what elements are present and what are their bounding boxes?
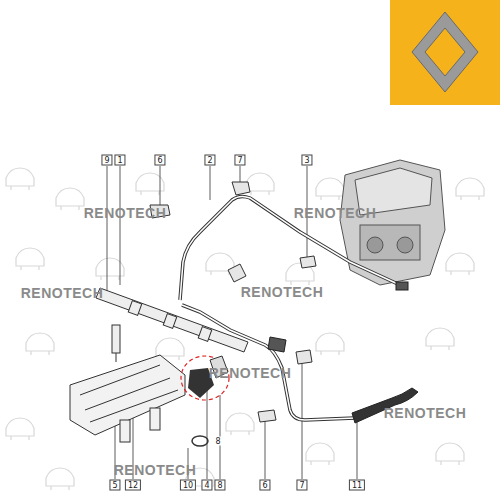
renault-logo [412,12,478,92]
car-icon [26,333,54,355]
watermark: RENOTECH [21,285,104,301]
car-icon [456,178,484,200]
car-icon [6,418,34,440]
watermark: RENOTECH [114,462,197,478]
callout-number: 8 [214,480,225,491]
fuel-rail [96,288,248,362]
car-icon [16,248,44,270]
callout-number: 8 [214,437,221,446]
callout-number: 10 [180,480,196,491]
car-icon [436,443,464,465]
watermark: RENOTECH [241,284,324,300]
injector-cover [70,355,185,442]
car-icon [46,468,74,490]
callout-number: 4 [201,480,212,491]
callout-number: 12 [125,480,141,491]
watermark: RENOTECH [384,405,467,421]
hose [268,282,418,423]
car-icon [426,328,454,350]
watermark: RENOTECH [294,205,377,221]
car-icon [6,168,34,190]
callout-number: 1 [114,155,125,166]
callout-number: 7 [296,480,307,491]
callout-number: 11 [349,480,365,491]
watermark: RENOTECH [209,365,292,381]
car-icon [446,253,474,275]
watermark: RENOTECH [84,205,167,221]
pipe-highlight [180,196,400,420]
callout-number: 9 [101,155,112,166]
callout-number: 2 [204,155,215,166]
callout-number: 3 [301,155,312,166]
car-icon [306,443,334,465]
car-icon [226,413,254,435]
callout-number: 6 [259,480,270,491]
car-icon [316,178,344,200]
callout-number: 7 [234,155,245,166]
callout-number: 5 [109,480,120,491]
car-icon [316,333,344,355]
callout-number: 6 [154,155,165,166]
car-icon [56,188,84,210]
fuel-pipes [180,196,400,420]
logo-ground [390,0,500,105]
